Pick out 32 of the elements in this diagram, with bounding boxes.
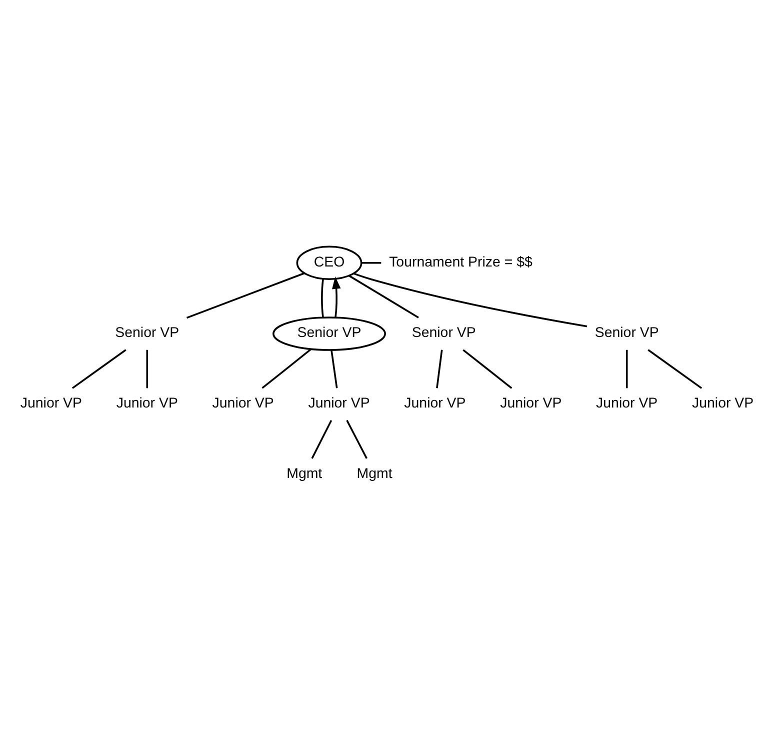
connector xyxy=(262,348,312,388)
connector xyxy=(146,349,148,388)
node-text: Senior VP xyxy=(594,324,659,341)
node-text: Junior VP xyxy=(692,395,754,412)
node-text: Junior VP xyxy=(404,395,466,412)
node-text: Junior VP xyxy=(596,395,658,412)
node-ellipse: Senior VP xyxy=(272,316,386,350)
arrow xyxy=(332,276,341,317)
node-text: Mgmt xyxy=(286,465,322,482)
connector xyxy=(361,262,382,264)
node-ellipse: CEO xyxy=(296,245,362,280)
connector xyxy=(346,419,368,458)
connector xyxy=(330,350,338,388)
node-text: Junior VP xyxy=(500,395,562,412)
node-text: Junior VP xyxy=(20,395,82,412)
connector xyxy=(348,274,419,318)
connector xyxy=(72,348,126,388)
node-text: Mgmt xyxy=(356,465,392,482)
connector xyxy=(462,348,512,388)
connector xyxy=(436,349,443,388)
node-text: Junior VP xyxy=(116,395,178,412)
connector xyxy=(353,272,588,327)
node-text: Junior VP xyxy=(212,395,274,412)
connector xyxy=(186,272,305,318)
node-text: Tournament Prize = $$ xyxy=(389,254,532,270)
connector xyxy=(321,278,324,317)
node-text: Junior VP xyxy=(308,395,370,412)
connector xyxy=(626,349,628,388)
node-text: Senior VP xyxy=(412,324,476,341)
node-text: Senior VP xyxy=(115,324,180,341)
connector xyxy=(311,419,332,458)
connector xyxy=(648,348,702,388)
